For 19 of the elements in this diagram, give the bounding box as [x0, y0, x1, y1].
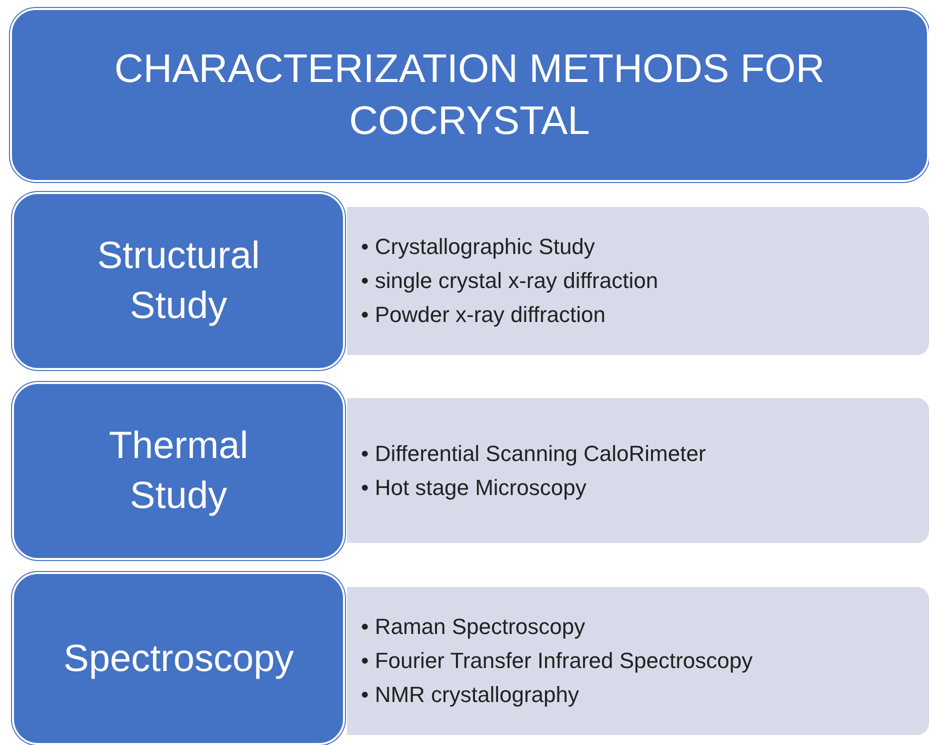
method-list-panel — [347, 587, 929, 735]
category-box — [12, 382, 345, 560]
category-box — [12, 192, 345, 370]
bullet-item: • single crystal x-ray diffraction — [361, 267, 658, 295]
category-label: Structural Study — [96, 234, 261, 329]
category-box — [12, 572, 345, 745]
method-list-panel — [347, 207, 929, 355]
title-text: CHARACTERIZATION METHODS FOR COCRYSTAL — [113, 46, 826, 145]
bullet-item: • Differential Scanning CaloRimeter — [361, 440, 706, 468]
bullet-item: • Raman Spectroscopy — [361, 613, 586, 641]
category-label: Thermal Study — [108, 424, 250, 519]
bullet-item: • Crystallographic Study — [361, 233, 596, 261]
category-label: Spectroscopy — [64, 636, 294, 682]
method-list-panel — [347, 398, 929, 543]
bullet-item: • NMR crystallography — [361, 681, 580, 709]
bullet-item: • Fourier Transfer Infrared Spectroscopy — [361, 647, 753, 675]
title-banner — [10, 8, 929, 182]
bullet-item: • Hot stage Microscopy — [361, 474, 588, 502]
bullet-item: • Powder x-ray diffraction — [361, 301, 607, 329]
